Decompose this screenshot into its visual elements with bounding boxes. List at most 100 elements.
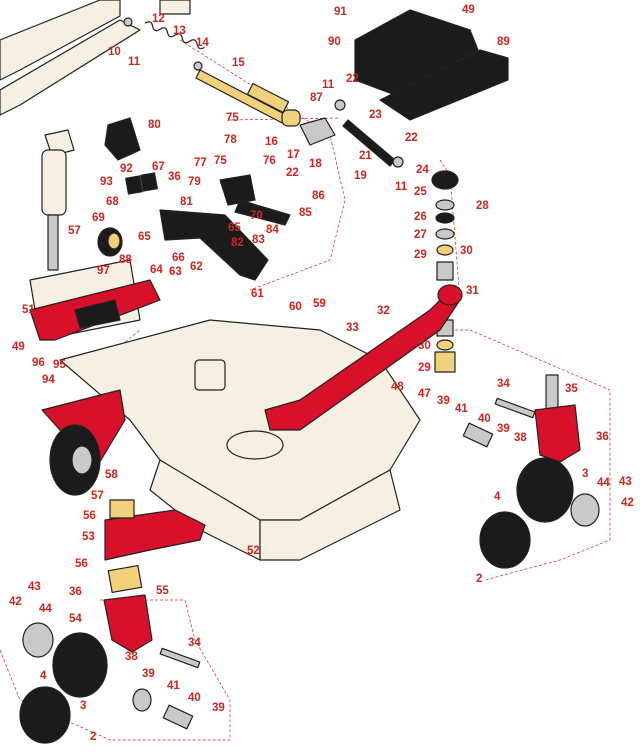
lift-arm [159,174,291,281]
callout-51: 51 [22,304,35,316]
callout-64: 64 [150,264,163,276]
callout-labels: 91 49 12 13 14 10 11 90 89 15 11 22 87 2… [9,4,634,743]
callout-13: 13 [173,25,186,37]
callout-36: 36 [168,171,181,183]
callout-14: 14 [196,37,209,49]
roller [97,227,123,257]
callout-85: 85 [299,207,312,219]
callout-88: 88 [119,254,132,266]
callout-48: 48 [391,381,404,393]
callout-15: 15 [232,57,245,69]
callout-77: 77 [194,157,207,169]
callout-58: 58 [105,469,118,481]
callout-42b: 42 [9,596,22,608]
callout-39c: 39 [142,668,155,680]
callout-33: 33 [346,322,359,334]
lift-cylinder [41,129,75,271]
callout-81: 81 [180,196,193,208]
callout-42: 42 [621,497,634,509]
caster-bracket [104,499,206,561]
callout-56b: 56 [75,558,88,570]
rear-caster-left [19,564,201,744]
callout-95: 95 [53,359,66,371]
callout-84: 84 [266,224,279,236]
callout-54: 54 [69,613,82,625]
callout-66: 66 [172,252,185,264]
callout-44b: 44 [39,603,52,615]
pivot-bracket [281,109,336,146]
callout-2: 2 [476,573,482,585]
callout-11c: 11 [395,181,408,193]
callout-22b: 22 [405,132,418,144]
callout-91: 91 [334,6,347,18]
callout-79: 79 [188,176,201,188]
callout-56: 56 [83,510,96,522]
callout-65: 65 [138,231,151,243]
callout-89: 89 [497,36,510,48]
callout-76: 76 [263,155,276,167]
rubber-pads [125,172,158,195]
callout-49: 49 [462,4,475,16]
cover-plates [354,9,509,121]
callout-94: 94 [42,374,55,386]
red-frame-arm [264,284,463,431]
callout-40: 40 [478,413,491,425]
callout-67: 67 [152,161,165,173]
callout-83: 83 [252,234,265,246]
callout-40b: 40 [188,692,201,704]
callout-25: 25 [414,186,427,198]
callout-53: 53 [82,531,95,543]
callout-43b: 43 [28,581,41,593]
callout-62: 62 [190,261,203,273]
callout-82: 82 [231,237,244,249]
callout-28: 28 [476,200,489,212]
callout-26: 26 [414,211,427,223]
callout-12: 12 [152,13,165,25]
callout-41: 41 [455,403,468,415]
callout-75b: 75 [214,155,227,167]
callout-57: 57 [68,225,81,237]
callout-4b: 4 [40,670,47,682]
callout-39b: 39 [497,423,510,435]
callout-21: 21 [359,150,372,162]
callout-44: 44 [597,477,610,489]
callout-35: 35 [565,383,578,395]
shield [104,117,141,161]
callout-22: 22 [346,73,359,85]
callout-36b: 36 [596,431,609,443]
callout-22c: 22 [286,167,299,179]
callout-38b: 38 [125,651,138,663]
callout-34: 34 [497,378,510,390]
callout-75: 75 [226,112,239,124]
callout-19: 19 [354,170,367,182]
callout-97: 97 [97,265,110,277]
callout-86: 86 [312,190,325,202]
callout-30: 30 [460,245,473,257]
callout-70: 70 [250,210,263,222]
callout-11b: 11 [322,79,335,91]
callout-10: 10 [108,46,121,58]
callout-47: 47 [418,388,431,400]
callout-49b: 49 [12,341,25,353]
callout-60: 60 [289,301,302,313]
front-caster-left [41,389,126,496]
callout-4: 4 [494,491,501,503]
callout-24: 24 [416,164,429,176]
callout-27: 27 [414,229,427,241]
callout-87: 87 [310,92,323,104]
callout-55: 55 [156,585,169,597]
callout-30b: 30 [418,340,431,352]
link-rod [334,99,404,168]
callout-90: 90 [328,36,341,48]
callout-17: 17 [287,149,300,161]
callout-43: 43 [619,476,632,488]
red-frame-left [29,279,161,341]
push-frame-tube [0,0,191,116]
callout-29: 29 [414,249,427,261]
callout-2b: 2 [90,731,96,743]
callout-93: 93 [100,176,113,188]
callout-39d: 39 [212,702,225,714]
spring [123,17,205,71]
callout-80: 80 [148,119,161,131]
